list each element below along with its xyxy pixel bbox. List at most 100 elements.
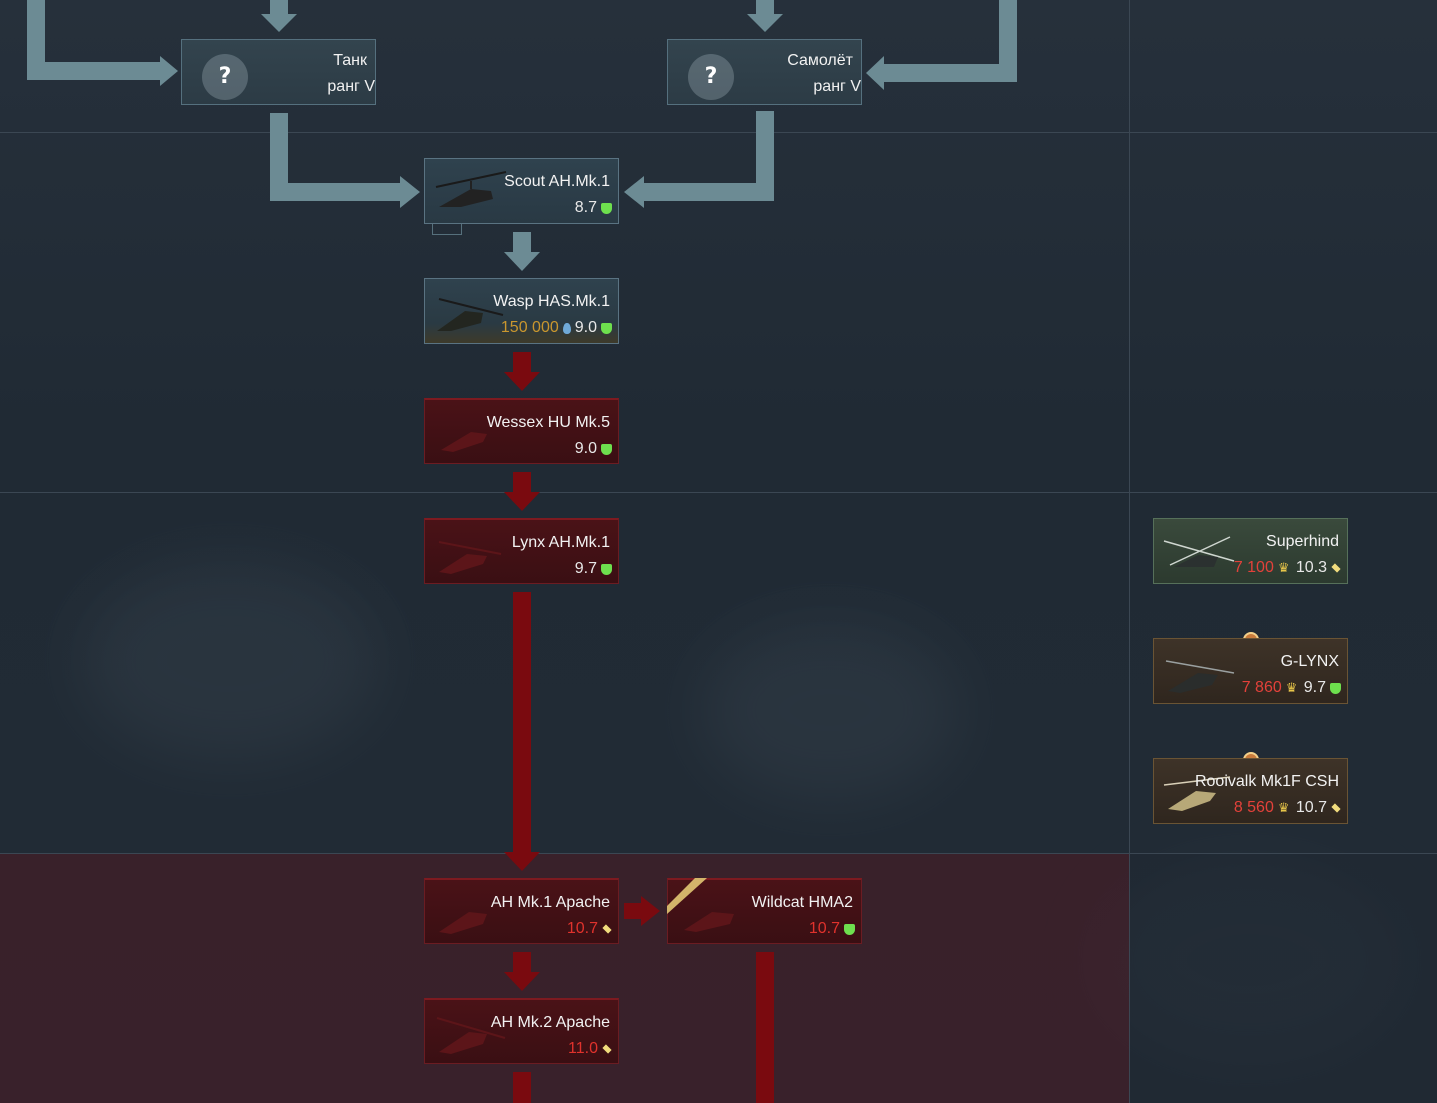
vehicle-card-apache-mk1[interactable]: AH Mk.1 Apache 10.7 [424, 878, 619, 944]
vehicle-stats: 7 100 ♛ 10.3 [1234, 559, 1341, 577]
shield-icon [601, 443, 612, 455]
connector-line [513, 1072, 531, 1103]
prerequisite-card-plane[interactable]: ? Самолёт ранг V [667, 39, 862, 105]
arrow-head [504, 372, 540, 391]
variants-tab[interactable] [432, 224, 462, 235]
purchase-cost: 7 860 [1241, 679, 1282, 696]
vehicle-card-wessex[interactable]: Wessex HU Mk.5 9.0 [424, 398, 619, 464]
vehicle-name: Rooivalk Mk1F CSH [1194, 773, 1339, 790]
connector-line [27, 0, 45, 80]
helicopter-icon [435, 171, 507, 207]
battle-rating: 10.7 [808, 920, 840, 937]
helicopter-icon [441, 432, 487, 452]
battle-rating: 11.0 [568, 1040, 598, 1057]
vehicle-name: AH Mk.1 Apache [490, 894, 610, 911]
premium-column-divider [1129, 0, 1130, 1103]
battle-rating: 10.7 [1295, 799, 1327, 816]
connector-line [513, 592, 531, 854]
arrow-head [261, 14, 297, 32]
arrow-head [160, 56, 178, 86]
arrow-head [866, 56, 884, 90]
purchase-cost: 7 100 [1233, 559, 1274, 576]
golden-eagle-icon: ♛ [1285, 680, 1298, 695]
shield-icon [601, 563, 612, 575]
vehicle-name: G-LYNX [1280, 653, 1339, 670]
vehicle-card-superhind[interactable]: Superhind 7 100 ♛ 10.3 [1153, 518, 1348, 584]
vehicle-name: Scout AH.Mk.1 [504, 173, 610, 190]
question-icon: ? [202, 54, 248, 100]
helicopter-icon [684, 912, 734, 932]
diamond-icon [602, 924, 612, 934]
vehicle-name: Wasp HAS.Mk.1 [493, 293, 610, 310]
arrow-head [504, 972, 540, 991]
diamond-icon [602, 1044, 612, 1054]
golden-eagle-icon: ♛ [1277, 560, 1290, 575]
vehicle-stats: 11.0 [568, 1040, 612, 1058]
connector-line [642, 183, 774, 201]
vehicle-name: AH Mk.2 Apache [490, 1014, 610, 1031]
vehicle-card-lynx[interactable]: Lynx AH.Mk.1 9.7 [424, 518, 619, 584]
helicopter-icon [1163, 776, 1231, 811]
arrow-head [504, 852, 540, 871]
research-points-icon [562, 322, 571, 334]
vehicle-card-wildcat[interactable]: Wildcat HMA2 10.7 [667, 878, 862, 944]
vehicle-stats: 9.0 [575, 440, 612, 458]
diamond-icon [1331, 803, 1341, 813]
connector-line [513, 472, 531, 494]
connector-line [27, 62, 165, 80]
shield-icon [1330, 682, 1341, 694]
shield-icon [844, 923, 855, 935]
vehicle-stats: 150 000 9.0 [501, 319, 612, 337]
vehicle-card-apache-mk2[interactable]: AH Mk.2 Apache 11.0 [424, 998, 619, 1064]
rank-divider [0, 492, 1437, 493]
arrow-head [504, 492, 540, 511]
battle-rating: 8.7 [574, 199, 597, 216]
battle-rating: 10.3 [1295, 559, 1327, 576]
connector-line [756, 952, 774, 1103]
vehicle-stats: 9.7 [575, 560, 612, 578]
card-subtitle: ранг V [813, 78, 861, 95]
vehicle-card-rooivalk[interactable]: Rooivalk Mk1F CSH 8 560 ♛ 10.7 [1153, 758, 1348, 824]
connector-line [756, 111, 774, 201]
card-subtitle: ранг V [327, 78, 375, 95]
helicopter-icon [1165, 660, 1235, 693]
vehicle-stats: 7 860 ♛ 9.7 [1242, 679, 1341, 697]
arrow-head [400, 176, 420, 208]
connector-line [880, 64, 1017, 82]
vehicle-name: Wildcat HMA2 [751, 894, 853, 911]
connector-line [756, 0, 774, 16]
arrow-head [624, 176, 644, 208]
connector-line [270, 0, 288, 16]
vehicle-stats: 10.7 [809, 920, 855, 938]
prerequisite-card-tank[interactable]: ? Танк ранг V [181, 39, 376, 105]
research-cost: 150 000 [500, 319, 559, 336]
vehicle-card-wasp[interactable]: Wasp HAS.Mk.1 150 000 9.0 [424, 278, 619, 344]
shield-icon [601, 202, 612, 214]
card-title: Танк [333, 52, 367, 69]
shield-icon [601, 322, 612, 334]
connector-line [513, 952, 531, 974]
vehicle-stats: 8 560 ♛ 10.7 [1234, 799, 1341, 817]
connector-line [624, 903, 644, 919]
event-ribbon-icon [667, 878, 707, 914]
rank-divider [0, 853, 1437, 854]
helicopter-icon [1163, 536, 1235, 567]
vehicle-stats: 8.7 [575, 199, 612, 217]
helicopter-icon [438, 541, 502, 574]
connector-line [513, 352, 531, 374]
vehicle-name: Lynx AH.Mk.1 [511, 534, 610, 551]
vehicle-stats: 10.7 [567, 920, 612, 938]
arrow-head [504, 252, 540, 271]
vehicle-name: Wessex HU Mk.5 [486, 414, 610, 431]
vehicle-card-g-lynx[interactable]: G-LYNX 7 860 ♛ 9.7 [1153, 638, 1348, 704]
helicopter-icon [436, 1017, 506, 1054]
arrow-head [747, 14, 783, 32]
question-icon: ? [688, 54, 734, 100]
premium-zone-bottom [1129, 853, 1437, 1103]
arrow-head [641, 896, 660, 926]
vehicle-card-scout[interactable]: Scout AH.Mk.1 8.7 [424, 158, 619, 224]
connector-line [270, 113, 288, 201]
diamond-icon [1331, 563, 1341, 573]
connector-line [513, 232, 531, 254]
